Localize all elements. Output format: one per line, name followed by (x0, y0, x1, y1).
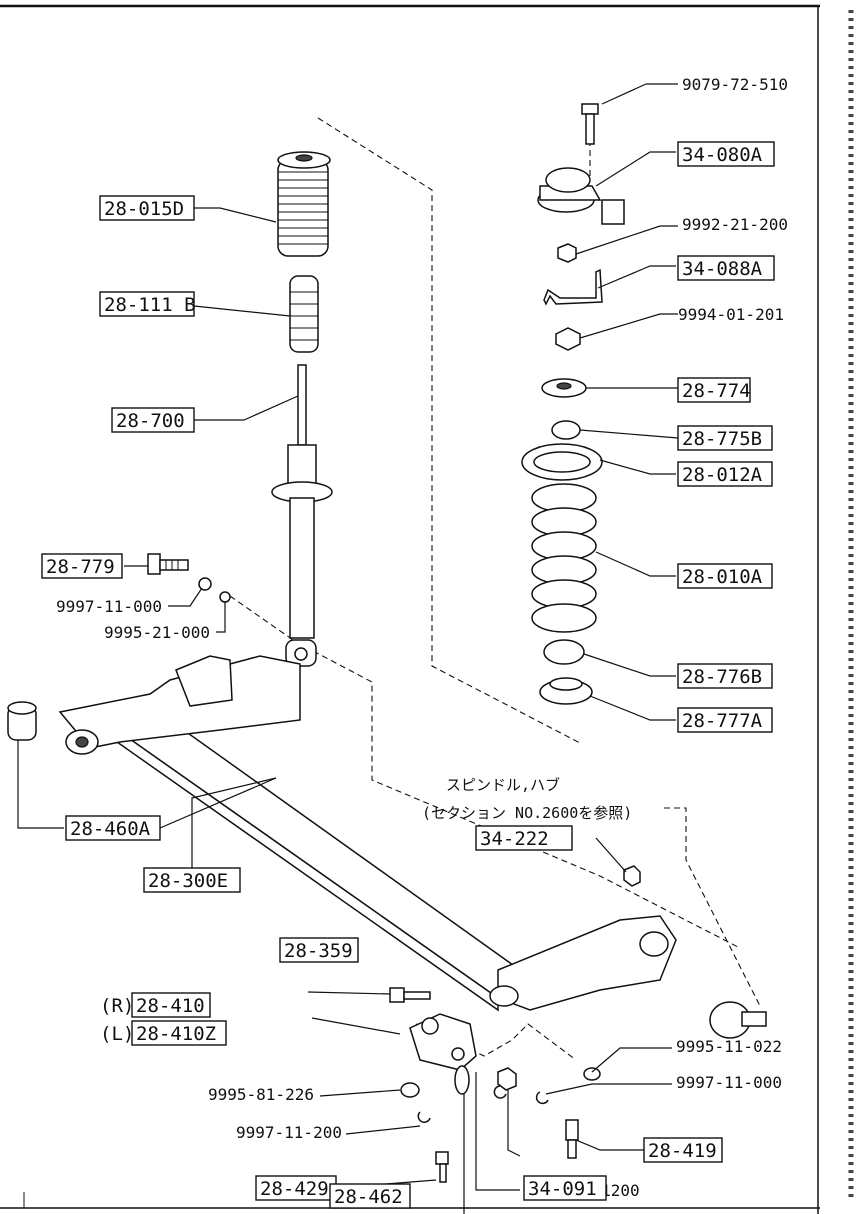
trailing-arm-bushing (7, 701, 37, 741)
label-28-419: 28-419 (648, 1140, 717, 1162)
bracket-washer (400, 1082, 420, 1098)
label-28-775B: 28-775B (682, 428, 762, 450)
upper-spring-seat (521, 443, 603, 481)
label-34-091: 34-091 (528, 1178, 597, 1200)
box-34-088A (677, 255, 775, 281)
label-28-359: 28-359 (284, 940, 353, 962)
label-9997-11-200: 9997-11-200 (236, 1123, 342, 1142)
lower-bearing-ring (543, 639, 585, 665)
box-28-774 (677, 377, 751, 403)
bracket-plate (543, 268, 603, 306)
large-washer (454, 1065, 470, 1095)
box-28-700 (111, 407, 195, 433)
shock-washer (198, 577, 212, 591)
label-9995-11-022: 9995-11-022 (676, 1037, 782, 1056)
spindle-washer (583, 1067, 601, 1081)
box-28-779 (41, 553, 123, 579)
box-28-410Z (131, 1020, 227, 1046)
leader-lines (17, 83, 679, 1214)
label-9994-01-201: 9994-01-201 (678, 305, 784, 324)
label-28-777A: 28-777A (682, 710, 763, 732)
hub-spindle (709, 1001, 767, 1039)
box-28-359 (279, 937, 359, 963)
box-34-222 (475, 825, 573, 851)
box-28-410 (131, 992, 211, 1018)
label-28-460A: 28-460A (70, 818, 151, 840)
box-28-300E (143, 867, 241, 893)
label-28-015D: 28-015D (104, 198, 184, 220)
label-9997-11-000-b: 9997-11-000 (676, 1073, 782, 1092)
bearing-ring (551, 420, 581, 440)
hex-nut (497, 1067, 517, 1091)
label-34-080A: 34-080A (682, 144, 763, 166)
shock-absorber (271, 364, 333, 667)
box-28-111B (99, 291, 195, 317)
label-9997-11-000-a: 9997-11-000 (56, 597, 162, 616)
spindle-nut (623, 865, 641, 887)
label-28-410-prefix-r: (R) (100, 995, 134, 1017)
upper-mount-bracket (537, 167, 625, 225)
label-28-300E: 28-300E (148, 870, 228, 892)
label-28-410Z-prefix-l: (L) (100, 1023, 134, 1045)
label-34-088A: 34-088A (682, 258, 763, 280)
bracket-clip (417, 1111, 431, 1123)
label-9992-21-200: 9992-21-200 (682, 215, 788, 234)
bleeder-plug (565, 1119, 579, 1159)
box-28-776B (677, 663, 773, 689)
shock-nut-washer (219, 591, 231, 603)
label-9079-72-510: 9079-72-510 (682, 75, 788, 94)
upper-nut (557, 243, 577, 263)
coil-spring (531, 483, 597, 633)
box-28-015D (99, 195, 195, 221)
box-28-462 (329, 1183, 411, 1209)
box-28-419 (643, 1137, 723, 1163)
bracket-bolt (389, 987, 431, 1003)
spring-clip (493, 1085, 507, 1099)
label-28-776B: 28-776B (682, 666, 762, 688)
mount-bolt (581, 103, 599, 145)
spindle-clip (535, 1091, 549, 1105)
label-28-410Z: 28-410Z (136, 1023, 216, 1045)
label-9995-81-226: 9995-81-226 (208, 1085, 314, 1104)
spindle-reference-line (664, 807, 761, 1007)
box-28-010A (677, 563, 773, 589)
label-34-222: 34-222 (480, 828, 549, 850)
dust-boot-assembly-line (317, 117, 583, 745)
box-28-460A (65, 815, 161, 841)
label-28-700: 28-700 (116, 410, 185, 432)
box-28-777A (677, 707, 773, 733)
box-34-091 (523, 1175, 607, 1201)
label-9995-21-000: 9995-21-000 (104, 623, 210, 642)
note-section-reference: (セクション NO.2600を参照) (422, 804, 632, 822)
box-28-775B (677, 425, 773, 451)
washer-hole (556, 382, 572, 390)
dust-boot (277, 151, 331, 257)
label-28-774: 28-774 (682, 380, 751, 402)
label-28-010A: 28-010A (682, 566, 763, 588)
box-34-080A (677, 141, 775, 167)
note-spindle-hub: スピンドル,ハブ (446, 776, 560, 794)
lower-bracket (409, 1013, 477, 1071)
label-28-779: 28-779 (46, 556, 115, 578)
rear-axle-beam (58, 655, 677, 1012)
shock-mount-assembly-line (229, 595, 741, 949)
label-28-410: 28-410 (136, 995, 205, 1017)
label-28-429: 28-429 (260, 1178, 329, 1200)
lower-spring-seat (539, 677, 593, 705)
bracket-stud (435, 1151, 449, 1183)
label-28-462: 28-462 (334, 1186, 403, 1208)
bump-stopper (289, 275, 319, 353)
self-lock-nut (555, 327, 581, 351)
shock-bolt (147, 553, 189, 575)
box-28-012A (677, 461, 773, 487)
label-28-012A: 28-012A (682, 464, 763, 486)
label-28-111B: 28-111 B (104, 294, 196, 316)
